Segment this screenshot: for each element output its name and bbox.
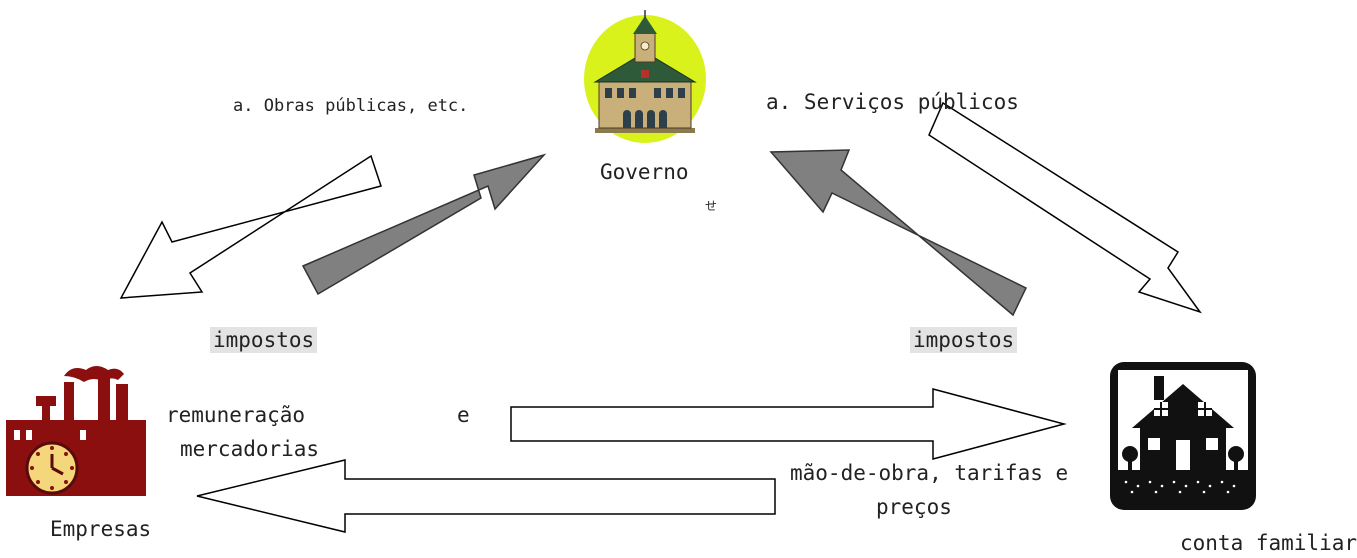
arrow-empresas-to-govt	[301, 153, 547, 296]
label-governo-mark: せ	[705, 199, 718, 213]
label-precos: preços	[876, 495, 952, 519]
label-impostos-right: impostos	[910, 327, 1018, 353]
label-remuneracao: remuneração	[166, 403, 306, 427]
label-mao-de-obra: mão-de-obra, tarifas e	[790, 461, 1069, 485]
label-governo: Governo	[600, 160, 689, 184]
arrow-govt-to-empresas	[119, 154, 382, 299]
label-obras-publicas: a. Obras públicas, etc.	[233, 96, 469, 116]
label-mercadorias: mercadorias	[180, 437, 320, 461]
factory-clock-icon	[6, 366, 146, 496]
label-servicos-publicos: a. Serviços públicos	[766, 90, 1019, 114]
label-conta-familiar: conta familiar	[1180, 531, 1357, 555]
label-e: e	[457, 403, 470, 427]
house-icon	[1110, 362, 1256, 510]
government-building-icon	[584, 10, 706, 143]
arrow-household-to-govt	[769, 149, 1027, 317]
label-empresas: Empresas	[50, 517, 152, 541]
label-impostos-left: impostos	[210, 327, 318, 353]
arrow-govt-to-household	[928, 101, 1202, 314]
arrow-household-to-empresas	[196, 459, 776, 533]
arrow-empresas-to-household	[510, 388, 1067, 460]
